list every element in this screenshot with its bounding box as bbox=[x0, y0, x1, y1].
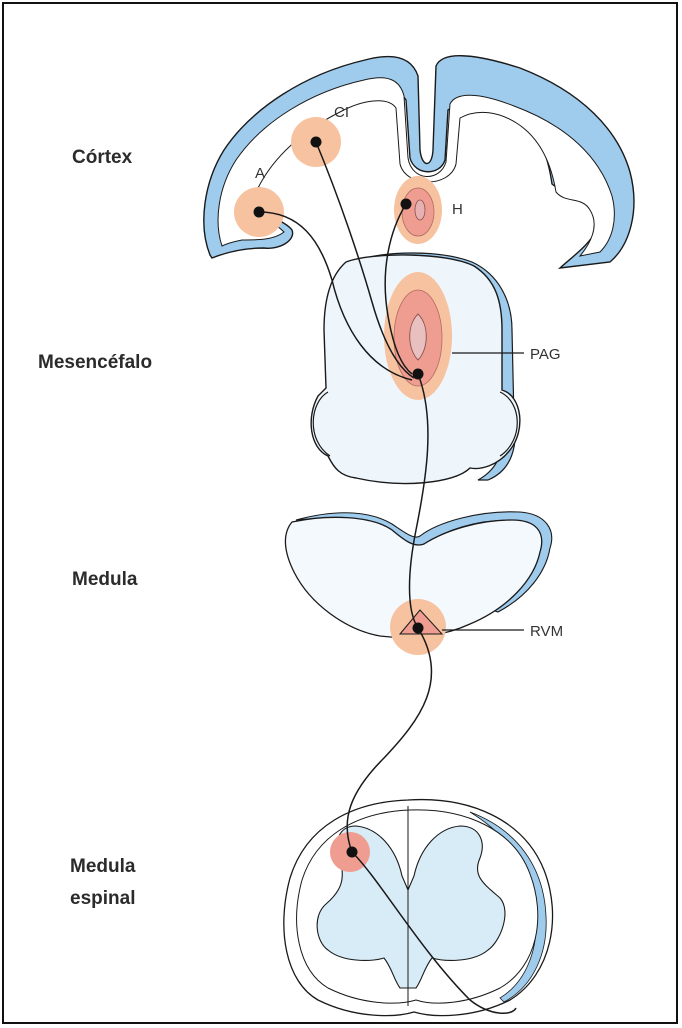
label-ci: CI bbox=[334, 104, 349, 121]
nucleus-h-centre bbox=[415, 200, 425, 220]
label-medulla: Medula bbox=[72, 569, 138, 590]
label-h: H bbox=[452, 201, 463, 218]
soma-spinal bbox=[347, 847, 358, 858]
soma-pag bbox=[413, 369, 424, 380]
soma-h bbox=[401, 199, 412, 210]
label-spinal-cord-line1: Medula bbox=[70, 856, 136, 877]
soma-a bbox=[254, 207, 265, 218]
nuclei bbox=[234, 117, 452, 872]
label-a: A bbox=[255, 165, 265, 182]
label-cortex: Córtex bbox=[72, 147, 133, 168]
label-pag: PAG bbox=[530, 346, 561, 363]
label-spinal-cord-line2: espinal bbox=[70, 888, 135, 909]
label-rvm: RVM bbox=[530, 623, 563, 640]
soma-rvm bbox=[413, 623, 424, 634]
label-mesencephalon: Mesencéfalo bbox=[38, 352, 152, 373]
spinal-cord-drawing bbox=[284, 800, 553, 1016]
soma-ci bbox=[311, 137, 322, 148]
